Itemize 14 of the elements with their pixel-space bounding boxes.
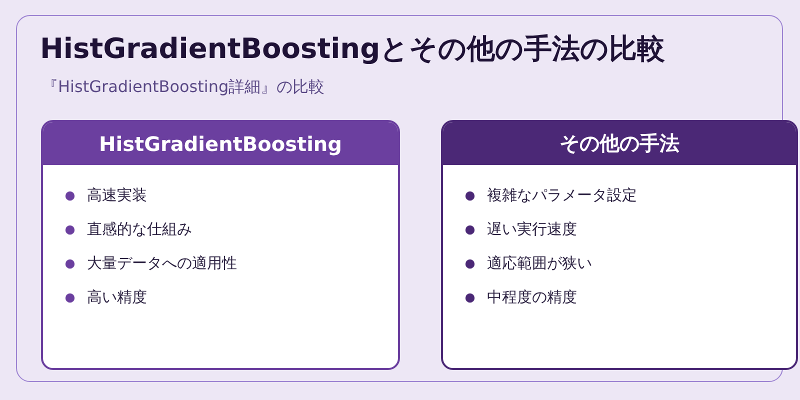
list-item-text: 複雑なパラメータ設定 xyxy=(487,186,637,206)
list-item-text: 遅い実行速度 xyxy=(487,220,577,240)
subtitle: 『HistGradientBoosting詳細』の比較 xyxy=(42,77,325,96)
list-item-text: 直感的な仕組み xyxy=(87,220,192,240)
comparison-card xyxy=(441,120,798,370)
list-item-text: 高い精度 xyxy=(87,288,147,308)
card-header: その他の手法 xyxy=(443,122,796,165)
list-item-text: 高速実装 xyxy=(87,186,147,206)
list-item-text: 適応範囲が狭い xyxy=(487,254,592,274)
title: HistGradientBoostingとその他の手法の比較 xyxy=(40,32,666,66)
comparison-card xyxy=(41,120,400,370)
card-header: HistGradientBoosting xyxy=(43,122,398,165)
list-item-text: 大量データへの適用性 xyxy=(87,254,237,274)
list-item-text: 中程度の精度 xyxy=(487,288,577,308)
